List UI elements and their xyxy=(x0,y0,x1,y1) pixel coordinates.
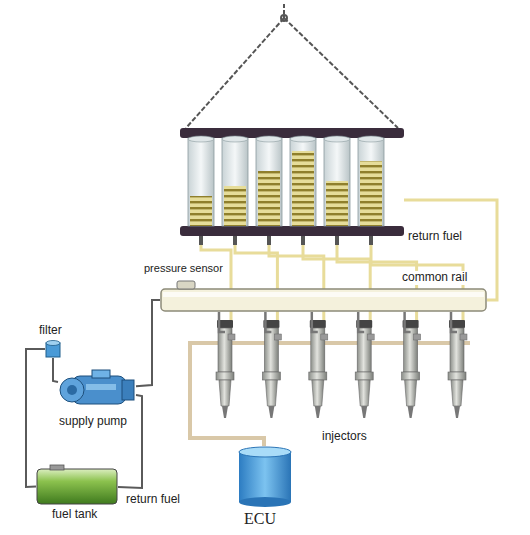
part-label: fuel tank xyxy=(52,508,97,522)
common-rail: common rail xyxy=(160,288,487,312)
fuel-line xyxy=(26,349,45,487)
fuel-line xyxy=(118,395,142,488)
injectors-label: injectors xyxy=(322,430,367,444)
ecu-box: ECU xyxy=(238,446,292,508)
common-rail-shape xyxy=(160,288,487,312)
line-label: return fuel xyxy=(124,493,182,507)
fuel-filter: filter xyxy=(45,340,61,358)
fuel-tank-shape xyxy=(36,465,118,505)
fuel-tank: fuel tank xyxy=(36,465,118,505)
part-label: filter xyxy=(39,324,62,338)
part-label: common rail xyxy=(400,271,469,285)
fuel-line xyxy=(136,300,160,386)
pressure-sensor: pressure sensor xyxy=(176,280,196,290)
return-fuel-label: return fuel xyxy=(408,230,462,244)
supply-pump-shape xyxy=(58,368,136,410)
part-label: pressure sensor xyxy=(144,262,223,275)
part-label: supply pump xyxy=(59,415,127,429)
pressure-sensor-shape xyxy=(176,280,196,290)
fuel-line xyxy=(53,358,58,382)
part-label: ECU xyxy=(244,510,276,528)
fuel-filter-shape xyxy=(45,340,61,358)
ecu-box-shape xyxy=(238,446,292,508)
supply-pump: supply pump xyxy=(58,368,136,410)
